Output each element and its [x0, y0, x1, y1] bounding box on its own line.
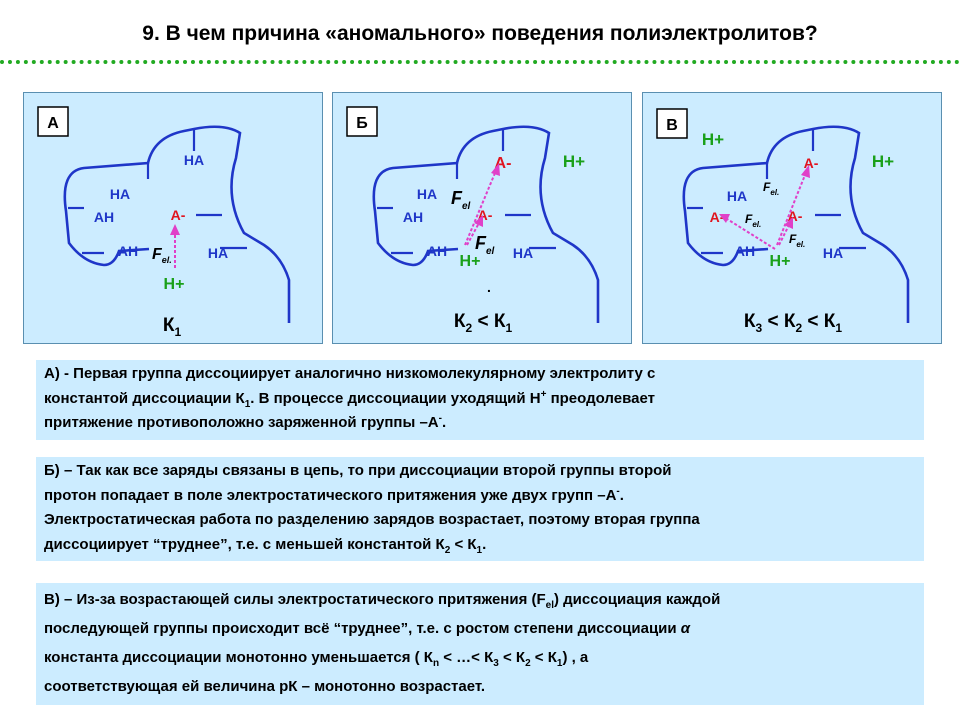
force-label: Fel. [763, 180, 779, 197]
explanation-line: последующей группы происходит всё “трудн… [44, 620, 691, 637]
acid-group-label: НА [208, 245, 228, 261]
force-arrow-head [170, 224, 180, 235]
explanation-line: В) – Из-за возрастающей силы электростат… [44, 591, 721, 611]
diagram-panel-v: В Н+ Н+ Н+ А- А- А- НА АН НА Fel. Fel. F… [642, 92, 942, 344]
acid-group-label: АН [735, 243, 755, 259]
proton-label: Н+ [164, 276, 185, 293]
proton-label: Н+ [460, 253, 481, 270]
anion-label: А- [804, 155, 819, 171]
polymer-chain [372, 125, 600, 323]
dissociation-constant-label: К1 [163, 315, 182, 339]
proton-label: Н+ [872, 152, 894, 171]
explanation-line: соответствующая ей величина рК – монотон… [44, 678, 486, 695]
explanation-line: константой диссоциации К1. В процессе ди… [44, 388, 655, 410]
force-arrow [726, 218, 776, 250]
force-label: Fel [475, 233, 495, 257]
polymer-chain [682, 125, 910, 323]
force-arrow [464, 172, 496, 246]
force-arrow [778, 224, 790, 246]
polyelectrolyte-diagram-v: В Н+ Н+ Н+ А- А- А- НА АН НА Fel. Fel. F… [656, 108, 910, 335]
panel-letter: В [666, 117, 678, 134]
page-title: 9. В чем причина «аномального» поведения… [142, 22, 818, 45]
acid-group-label: АН [118, 243, 138, 259]
chain-side-groups [68, 129, 247, 255]
force-label: Fel. [152, 246, 172, 265]
panel-letter: А [47, 115, 59, 132]
anion-label: А- [710, 209, 725, 225]
explanation-b: Б) – Так как все заряды связаны в цепь, … [36, 457, 924, 561]
force-label: Fel. [745, 212, 761, 229]
chain-side-groups [377, 129, 556, 255]
explanation-a: А) - Первая группа диссоциирует аналогич… [36, 360, 924, 440]
dot-mark: . [487, 279, 491, 295]
explanation-line: Б) – Так как все заряды связаны в цепь, … [44, 462, 672, 479]
explanation-line: притяжение противоположно заряженной гру… [44, 413, 447, 432]
acid-group-label: НА [417, 186, 437, 202]
panel-letter-box [656, 108, 688, 139]
force-arrow-head [719, 214, 730, 223]
acid-group-label: АН [403, 209, 423, 225]
acid-group-label: НА [823, 245, 843, 261]
force-label: Fel. [789, 232, 805, 249]
dissociation-constant-label: К3 < К2 < К1 [744, 311, 843, 335]
chain-side-groups [687, 129, 866, 255]
explanation-line: диссоциирует “труднее”, т.е. с меньшей к… [44, 535, 487, 556]
explanation-line: константа диссоциации монотонно уменьшае… [44, 649, 589, 669]
polyelectrolyte-diagram-a: А НА НА АН АН НА А- Fel. Н+ К1 [37, 106, 291, 339]
polyelectrolyte-diagram-b: Б А- НА АН АН НА А- Fel Fel Н+ Н+ . К2 <… [346, 106, 600, 335]
force-arrow-head [784, 217, 793, 229]
acid-group-label: НА [110, 186, 130, 202]
explanation-line: Электростатическая работа по разделению … [44, 511, 700, 528]
explanation-v: В) – Из-за возрастающей силы электростат… [36, 583, 924, 705]
proton-label: Н+ [563, 152, 585, 171]
anion-label: А- [171, 207, 186, 223]
acid-group-label: АН [94, 209, 114, 225]
proton-label: Н+ [702, 130, 724, 149]
force-arrow [776, 174, 806, 246]
acid-group-label: НА [727, 188, 747, 204]
panel-letter-box [346, 106, 378, 137]
force-arrow-head [491, 163, 500, 176]
diagram-panel-a: А НА НА АН АН НА А- Fel. Н+ К1 [23, 92, 323, 344]
panel-letter: Б [356, 115, 368, 132]
diagram-panel-b: Б А- НА АН АН НА А- Fel Fel Н+ Н+ . К2 <… [332, 92, 632, 344]
proton-label: Н+ [770, 253, 791, 270]
explanation-line: А) - Первая группа диссоциирует аналогич… [44, 365, 656, 382]
force-arrow-head [801, 165, 810, 178]
acid-group-label: НА [184, 152, 204, 168]
polymer-chain [63, 125, 291, 323]
force-label: Fel [451, 188, 471, 212]
acid-group-label: АН [427, 243, 447, 259]
explanation-line: протон попадает в поле электростатическо… [44, 485, 624, 504]
force-arrow [466, 222, 480, 246]
force-arrow-head [474, 215, 483, 227]
acid-group-label: НА [513, 245, 533, 261]
title-divider [0, 60, 960, 64]
dissociation-constant-label: К2 < К1 [454, 311, 513, 335]
panel-letter-box [37, 106, 69, 137]
